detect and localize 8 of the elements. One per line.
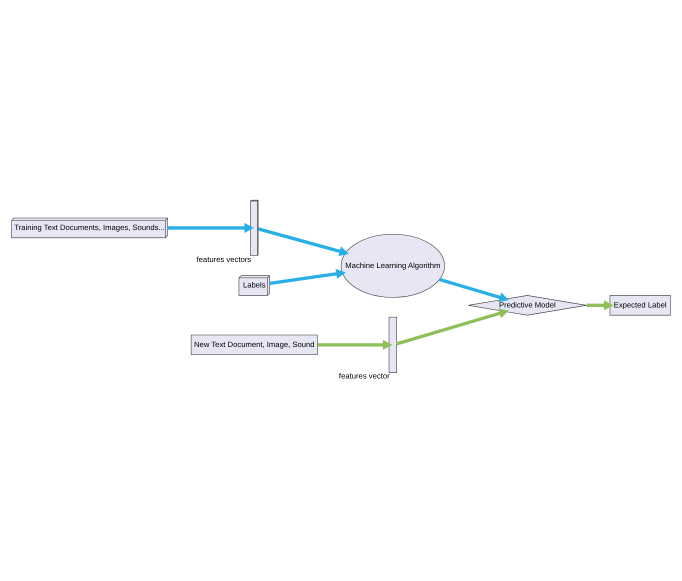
- arrow: [318, 340, 392, 350]
- arrow: [258, 227, 349, 256]
- arrow: [396, 308, 509, 346]
- arrow: [439, 278, 509, 302]
- node-bar: [388, 316, 397, 373]
- arrow: [270, 268, 346, 286]
- arrow: [168, 222, 254, 233]
- arrow: [586, 300, 614, 310]
